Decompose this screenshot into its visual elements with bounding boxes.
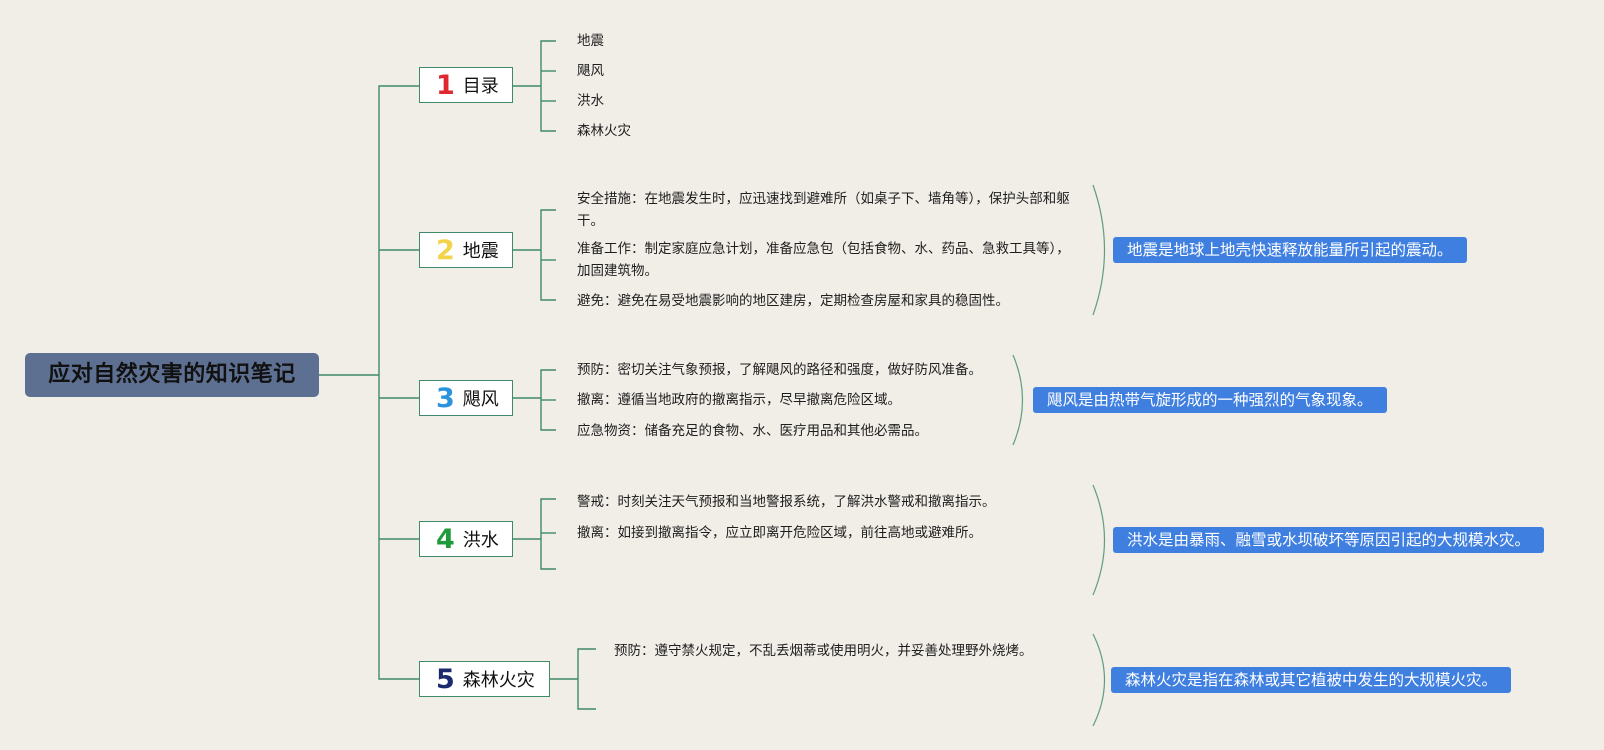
earthquake-item-avoid[interactable]: 避免：避免在易受地震影响的地区建房，定期检查房屋和家具的稳固性。 [577, 293, 1009, 309]
root-topic[interactable]: 应对自然灾害的知识笔记 [25, 353, 319, 397]
branch-label: 洪水 [462, 530, 499, 551]
earthquake-item-safety[interactable]: 安全措施：在地震发生时，应迅速找到避难所（如桌子下、墙角等），保护头部和躯干。 [577, 191, 1070, 229]
contents-item-wildfire[interactable]: 森林火灾 [577, 123, 631, 139]
contents-item-earthquake[interactable]: 地震 [577, 33, 604, 49]
branch-hurricane[interactable]: 3 飓风 [419, 380, 513, 416]
wildfire-item-prevention[interactable]: 预防：遵守禁火规定，不乱丢烟蒂或使用明火，并妥善处理野外烧烤。 [614, 643, 1033, 659]
earthquake-summary[interactable]: 地震是地球上地壳快速释放能量所引起的震动。 [1113, 237, 1467, 263]
number-3-icon: 3 [436, 382, 455, 414]
hurricane-summary[interactable]: 飓风是由热带气旋形成的一种强烈的气象现象。 [1033, 387, 1387, 413]
number-5-icon: 5 [436, 663, 455, 695]
hurricane-item-prevention[interactable]: 预防：密切关注气象预报，了解飓风的路径和强度，做好防风准备。 [577, 362, 982, 378]
branch-label: 目录 [462, 76, 499, 97]
branch-flood[interactable]: 4 洪水 [419, 521, 513, 557]
wildfire-summary[interactable]: 森林火灾是指在森林或其它植被中发生的大规模火灾。 [1111, 667, 1512, 693]
branch-wildfire[interactable]: 5 森林火灾 [419, 661, 550, 697]
number-2-icon: 2 [436, 234, 455, 266]
branch-earthquake[interactable]: 2 地震 [419, 232, 513, 268]
flood-summary[interactable]: 洪水是由暴雨、融雪或水坝破坏等原因引起的大规模水灾。 [1113, 527, 1545, 553]
number-4-icon: 4 [436, 523, 455, 555]
branch-label: 飓风 [462, 389, 499, 410]
hurricane-item-supplies[interactable]: 应急物资：储备充足的食物、水、医疗用品和其他必需品。 [577, 423, 928, 439]
contents-item-flood[interactable]: 洪水 [577, 93, 604, 109]
contents-item-hurricane[interactable]: 飓风 [577, 63, 604, 79]
hurricane-item-evacuation[interactable]: 撤离：遵循当地政府的撤离指示，尽早撤离危险区域。 [577, 392, 901, 408]
branch-label: 森林火灾 [462, 670, 535, 691]
flood-item-alert[interactable]: 警戒：时刻关注天气预报和当地警报系统，了解洪水警戒和撤离指示。 [577, 494, 996, 510]
branch-contents[interactable]: 1 目录 [419, 67, 513, 103]
branch-label: 地震 [462, 241, 499, 262]
number-1-icon: 1 [436, 69, 455, 101]
earthquake-item-preparation[interactable]: 准备工作：制定家庭应急计划，准备应急包（包括食物、水、药品、急救工具等），加固建… [577, 241, 1070, 279]
flood-item-evacuation[interactable]: 撤离：如接到撤离指令，应立即离开危险区域，前往高地或避难所。 [577, 525, 982, 541]
